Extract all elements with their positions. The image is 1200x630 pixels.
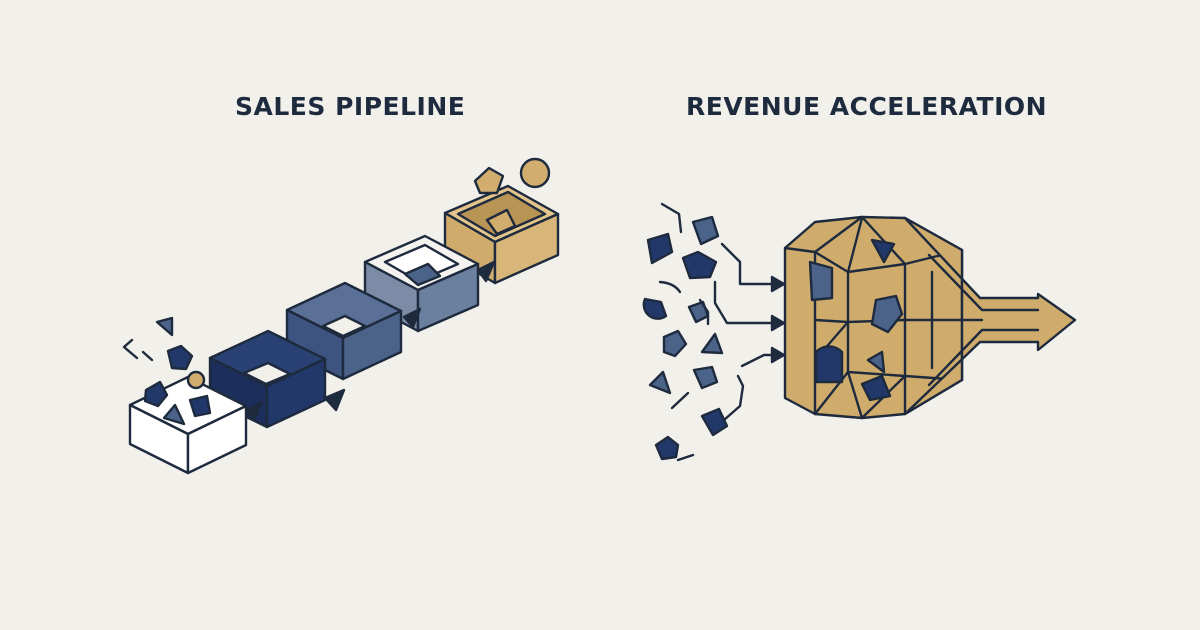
accelerator-engine-icon (783, 215, 964, 420)
left-panel-title: SALES PIPELINE (235, 92, 466, 121)
pipeline-arrows (244, 260, 496, 422)
right-panel-title: REVENUE ACCELERATION (686, 92, 1048, 121)
pipeline-stage-4-box (363, 234, 480, 333)
output-arrow-icon (900, 216, 1077, 416)
pipeline-output-shapes (473, 157, 551, 195)
pipeline-stage-1-box (128, 375, 248, 475)
pipeline-incoming-shapes (122, 316, 212, 426)
sales-pipeline-illustration (122, 157, 560, 475)
revenue-acceleration-illustration (642, 202, 1077, 462)
pipeline-stage-3-box (285, 281, 403, 381)
incoming-fragments (642, 202, 729, 462)
pipeline-stage-5-box (443, 184, 560, 285)
intake-arrowheads (770, 275, 786, 364)
